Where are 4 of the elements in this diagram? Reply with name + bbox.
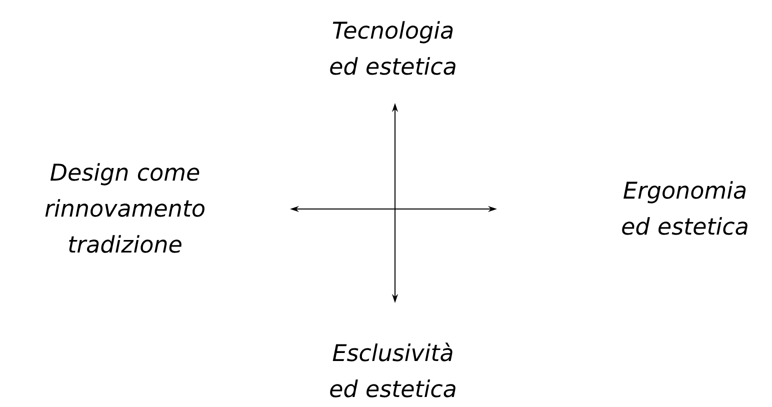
axis-label: Design come rinnovamento tradizione [45,163,204,253]
axis-label: Ergonomia ed estetica [622,181,748,235]
axis-label: Esclusività ed estetica [330,342,456,398]
axis-label: Tecnologia ed estetica [330,21,456,75]
